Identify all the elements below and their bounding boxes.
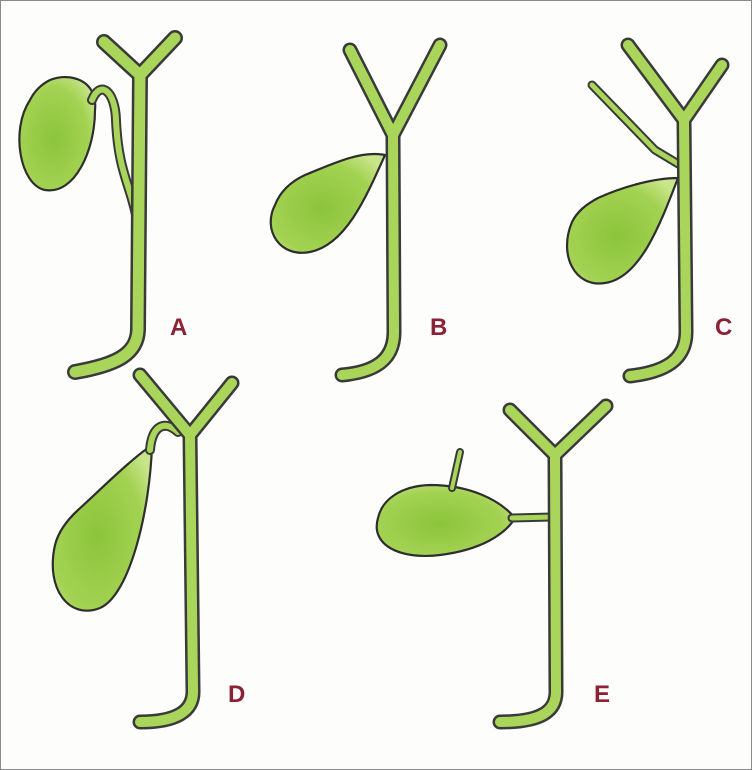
panel-a: A — [19, 38, 187, 372]
panel-b: B — [271, 45, 448, 375]
panel-label-a: A — [170, 314, 187, 341]
bile-duct — [500, 406, 606, 722]
gallbladder — [377, 485, 515, 556]
accessory-bud — [452, 452, 460, 488]
panel-label-e: E — [594, 681, 610, 708]
panel-label-d: D — [228, 681, 245, 708]
panel-label-b: B — [430, 314, 447, 341]
cystic-duct — [512, 517, 552, 518]
gallbladder — [53, 445, 152, 611]
gallbladder — [271, 154, 385, 253]
gallbladder — [19, 77, 95, 190]
panel-d: D — [53, 375, 246, 722]
panel-label-c: C — [715, 314, 732, 341]
cystic-duct — [92, 90, 136, 215]
panel-e: E — [377, 406, 610, 722]
cystic-duct — [150, 426, 178, 450]
gallbladder — [567, 178, 678, 284]
panel-c: C — [567, 45, 732, 376]
